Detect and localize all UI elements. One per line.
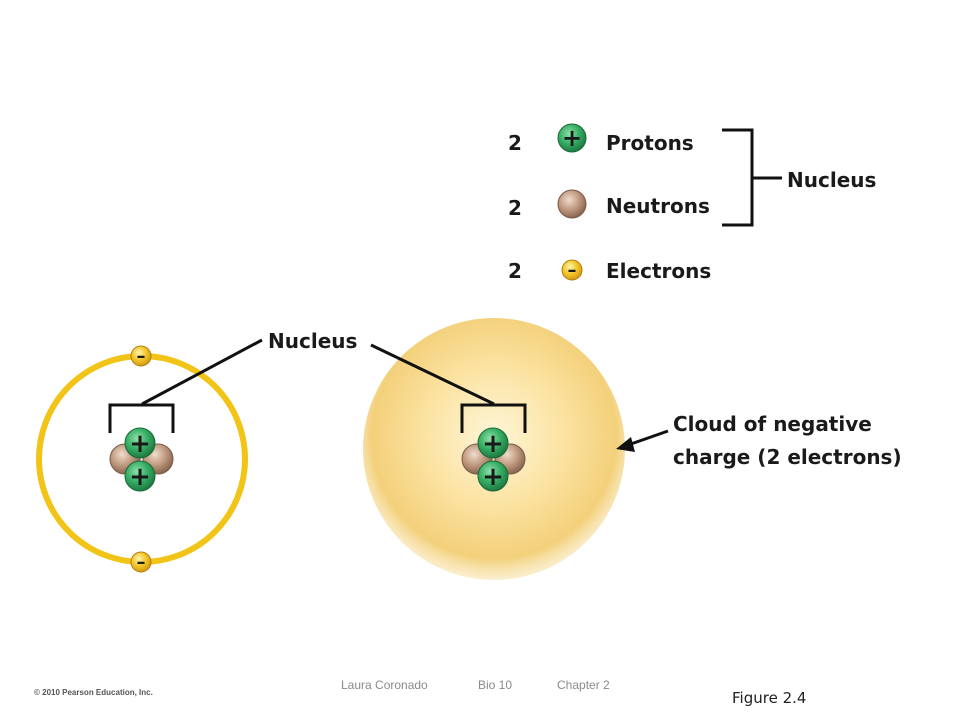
proton: [477, 460, 509, 492]
electron-label: Electrons: [606, 259, 711, 283]
right-nucleus: + +: [461, 427, 526, 492]
cloud-label-line2: charge (2 electrons): [673, 445, 902, 469]
neutron-label: Neutrons: [606, 194, 710, 218]
proton-legend-icon: +: [557, 123, 587, 153]
nucleus-callout-line-right: [370, 343, 495, 406]
proton-label: Protons: [606, 131, 694, 155]
footer-author: Laura Coronado: [341, 678, 428, 692]
electron-top: –: [130, 345, 152, 367]
electron-count: 2: [508, 259, 522, 283]
proton-count: 2: [508, 131, 522, 155]
nucleus-group-label: Nucleus: [787, 168, 876, 192]
electron-bottom: –: [130, 551, 152, 573]
orbital-model: – – + +: [36, 345, 248, 573]
electron-orbit: [36, 353, 248, 565]
proton-legend-symbol: +: [562, 124, 582, 152]
cloud-label-line1: Cloud of negative: [673, 412, 872, 436]
electron-legend-icon: –: [561, 259, 583, 281]
proton-symbol: +: [129, 462, 151, 492]
proton: [477, 427, 509, 459]
proton-symbol: +: [482, 462, 504, 492]
electron-top-symbol: –: [137, 346, 146, 367]
left-nucleus-bracket: [108, 403, 175, 433]
legend: 2 + Protons 2 Neutrons 2 – Electrons Nuc…: [508, 123, 876, 283]
footer-course: Bio 10: [478, 678, 513, 692]
proton: [124, 460, 156, 492]
cloud-model: + + Cloud of negative charge (2 electron…: [363, 318, 902, 580]
neutron-count: 2: [508, 196, 522, 220]
nucleus-bracket: [722, 128, 782, 227]
left-nucleus: + +: [109, 427, 174, 492]
cloud-arrow-shaft: [627, 429, 669, 447]
electron-legend-symbol: –: [568, 260, 577, 281]
copyright-notice: © 2010 Pearson Education, Inc.: [34, 688, 153, 697]
proton-symbol: +: [482, 429, 504, 459]
footer-chapter: Chapter 2: [557, 678, 610, 692]
nucleus-callout-line-left: [141, 338, 263, 406]
nucleus-callout-label: Nucleus: [268, 329, 357, 353]
cloud-arrow-head: [616, 437, 635, 452]
proton-symbol: +: [129, 429, 151, 459]
electron-bottom-symbol: –: [137, 552, 146, 573]
proton: [124, 427, 156, 459]
figure-label: Figure 2.4: [732, 689, 807, 707]
neutron-legend-icon: [557, 189, 587, 219]
